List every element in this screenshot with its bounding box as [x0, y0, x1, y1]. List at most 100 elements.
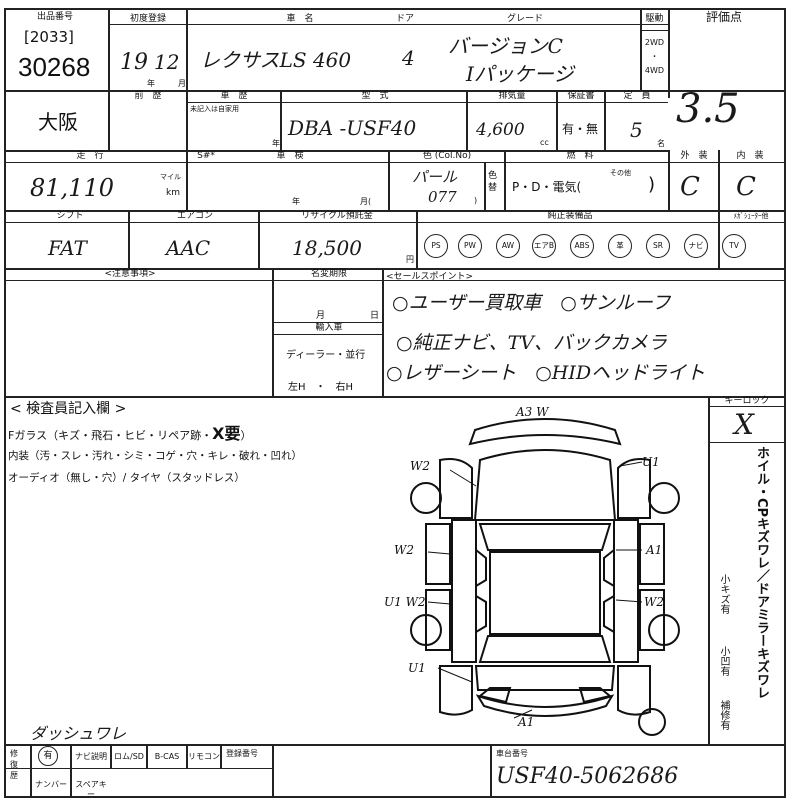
mile-unit: マイル [160, 173, 181, 181]
dash-crack-note: ダッシュワレ [30, 724, 127, 743]
mark-right-rear-door: W2 [644, 595, 664, 609]
first-reg-label: 初度登録 [129, 14, 166, 24]
spare-key-label: スペアキー [75, 780, 107, 799]
s-label: S#* [197, 151, 215, 161]
recycle-label: リサイクル預託金 [301, 211, 373, 221]
mark-front-bumper: A3 W [515, 405, 550, 419]
recycle-value: 18,500 [292, 236, 362, 260]
sales-point-2: ○純正ナビ、TV、バックカメラ [396, 332, 667, 354]
color-no: 077 [428, 188, 457, 206]
prev-reg-label: 前 歴 [134, 91, 162, 101]
car-name: レクサスLS 460 [200, 48, 352, 72]
glass-x-mark: X要 [212, 424, 241, 443]
drive-dot: ・ [650, 52, 659, 61]
glass-row: Fガラス（キズ・飛石・ヒビ・リペア跡・X要） [8, 420, 251, 444]
yen-unit: 円 [406, 255, 414, 264]
color-label: 色 (Col.No) [422, 151, 472, 161]
sales-point-1: ○ユーザー買取車 ○サンルーフ [392, 292, 671, 314]
drive-4wd: 4WD [644, 66, 665, 75]
side-note-repair: 補修有 [718, 700, 729, 730]
caution-label: <注意事項> [104, 269, 156, 279]
fuel-other: その他 [610, 169, 631, 177]
inspector-title: < 検査員記入欄 > [10, 401, 127, 417]
first-reg-month: 12 [154, 50, 180, 74]
mark-rear-left: U1 [408, 661, 426, 675]
equipment-aw: AW [496, 234, 520, 258]
lot-code: [2033] [24, 28, 74, 46]
cc-unit: cc [540, 138, 549, 147]
grade-line1: バージョンC [448, 34, 563, 58]
vehicle-history-note: 未記入は自家用 [190, 105, 239, 113]
mileage-value: 81,110 [30, 174, 114, 202]
region: 大阪 [38, 110, 78, 134]
dealer-option: ディーラー・並行 [286, 350, 366, 361]
fuel-label: 燃 料 [566, 151, 594, 161]
model-label: 型 式 [361, 91, 389, 101]
number-label: ナンバー [35, 780, 67, 789]
car-diagram: A3 W W2 U1 W2 A1 U1 W2 W2 U1 A1 [384, 405, 680, 736]
repair-history-yes: 有 [38, 746, 58, 766]
rom-sd-label: ロム/SD [114, 752, 144, 761]
interior-value: C [736, 172, 756, 202]
first-reg-year: 19 [120, 50, 148, 75]
equipment-pw: PW [458, 234, 482, 258]
mark-left-rear-door: U1 W2 [384, 595, 426, 609]
warranty-label: 保証書 [567, 91, 595, 101]
car-name-label: 車 名 [286, 14, 314, 24]
ac-value: AAC [166, 236, 211, 260]
glass-end: ） [240, 429, 252, 442]
import-label: 輸入車 [315, 323, 343, 333]
sales-points-label: <セールスポイント> [386, 272, 474, 282]
model-value: DBA -USF40 [288, 116, 417, 140]
capacity-value: 5 [630, 118, 643, 142]
inspection-label: 車 検 [276, 151, 304, 161]
grade-label: グレード [506, 14, 543, 24]
month-unit: 月 [178, 79, 186, 88]
year-unit: 年 [147, 79, 155, 88]
exterior-label: 外 装 [680, 151, 708, 161]
color-value: パール [412, 168, 458, 186]
keyless-label: ﾒｶﾞｼｭｰﾀｰ他 [733, 212, 769, 220]
equipment-abs: ABS [570, 234, 594, 258]
interior-row: 内装（汚・スレ・汚れ・シミ・コゲ・穴・キレ・破れ・凹れ） [8, 450, 302, 462]
lot-number: 30268 [18, 52, 91, 82]
mark-left-front-door: W2 [394, 543, 414, 557]
plate-label: 登録番号 [226, 749, 258, 758]
sales-point-3: ○レザーシート ○HIDヘッドライト [386, 362, 706, 384]
inspection-month-unit: 月( [360, 197, 372, 206]
fuel-options: P・D・電気( [512, 180, 582, 194]
keylock-value: X [734, 408, 754, 441]
bcas-label: B-CAS [154, 752, 180, 761]
equipment-tv: TV [722, 234, 746, 258]
glass-text: Fガラス（キズ・飛石・ヒビ・リペア跡・ [8, 429, 213, 442]
side-panel-text: ホイル・CPキズワレ／ドアミラーキズワレ [754, 446, 769, 700]
repair-history-label: 修復歴 [10, 749, 18, 780]
km-unit: km [166, 188, 180, 198]
ac-label: エアコン [176, 211, 213, 221]
mark-rear-bumper: A1 [517, 715, 534, 729]
shift-value: FAT [48, 236, 87, 260]
equipment-leather: 革 [608, 234, 632, 258]
keylock-label: キーロック [724, 396, 770, 406]
fuel-close: ) [648, 174, 656, 195]
inspection-close-paren: ) [474, 196, 478, 205]
color-change-label: 色替 [488, 171, 498, 193]
drive-2wd: 2WD [644, 38, 665, 47]
mileage-label: 走 行 [76, 151, 104, 161]
remote-label: リモコン [188, 752, 220, 761]
name-change-label: 名変期限 [310, 269, 347, 279]
equipment-sr: SR [646, 234, 670, 258]
score-value: 3.5 [676, 86, 740, 132]
name-change-day: 日 [370, 311, 380, 321]
warranty-value: 有・無 [562, 122, 599, 136]
mark-front-right: U1 [642, 455, 660, 469]
grade-line2: Iパッケージ [466, 62, 574, 86]
displacement-label: 排気量 [498, 91, 526, 101]
capacity-label: 定 員 [623, 91, 651, 101]
mark-front-left: W2 [410, 459, 430, 473]
drive-label: 駆動 [645, 14, 664, 24]
audio-tire-row: オーディオ（無し・穴）/ タイヤ（スタッドレス） [8, 472, 245, 484]
capacity-unit: 名 [657, 139, 665, 148]
equipment-airbag: エアB [532, 234, 556, 258]
inspection-year-unit: 年 [292, 197, 300, 206]
